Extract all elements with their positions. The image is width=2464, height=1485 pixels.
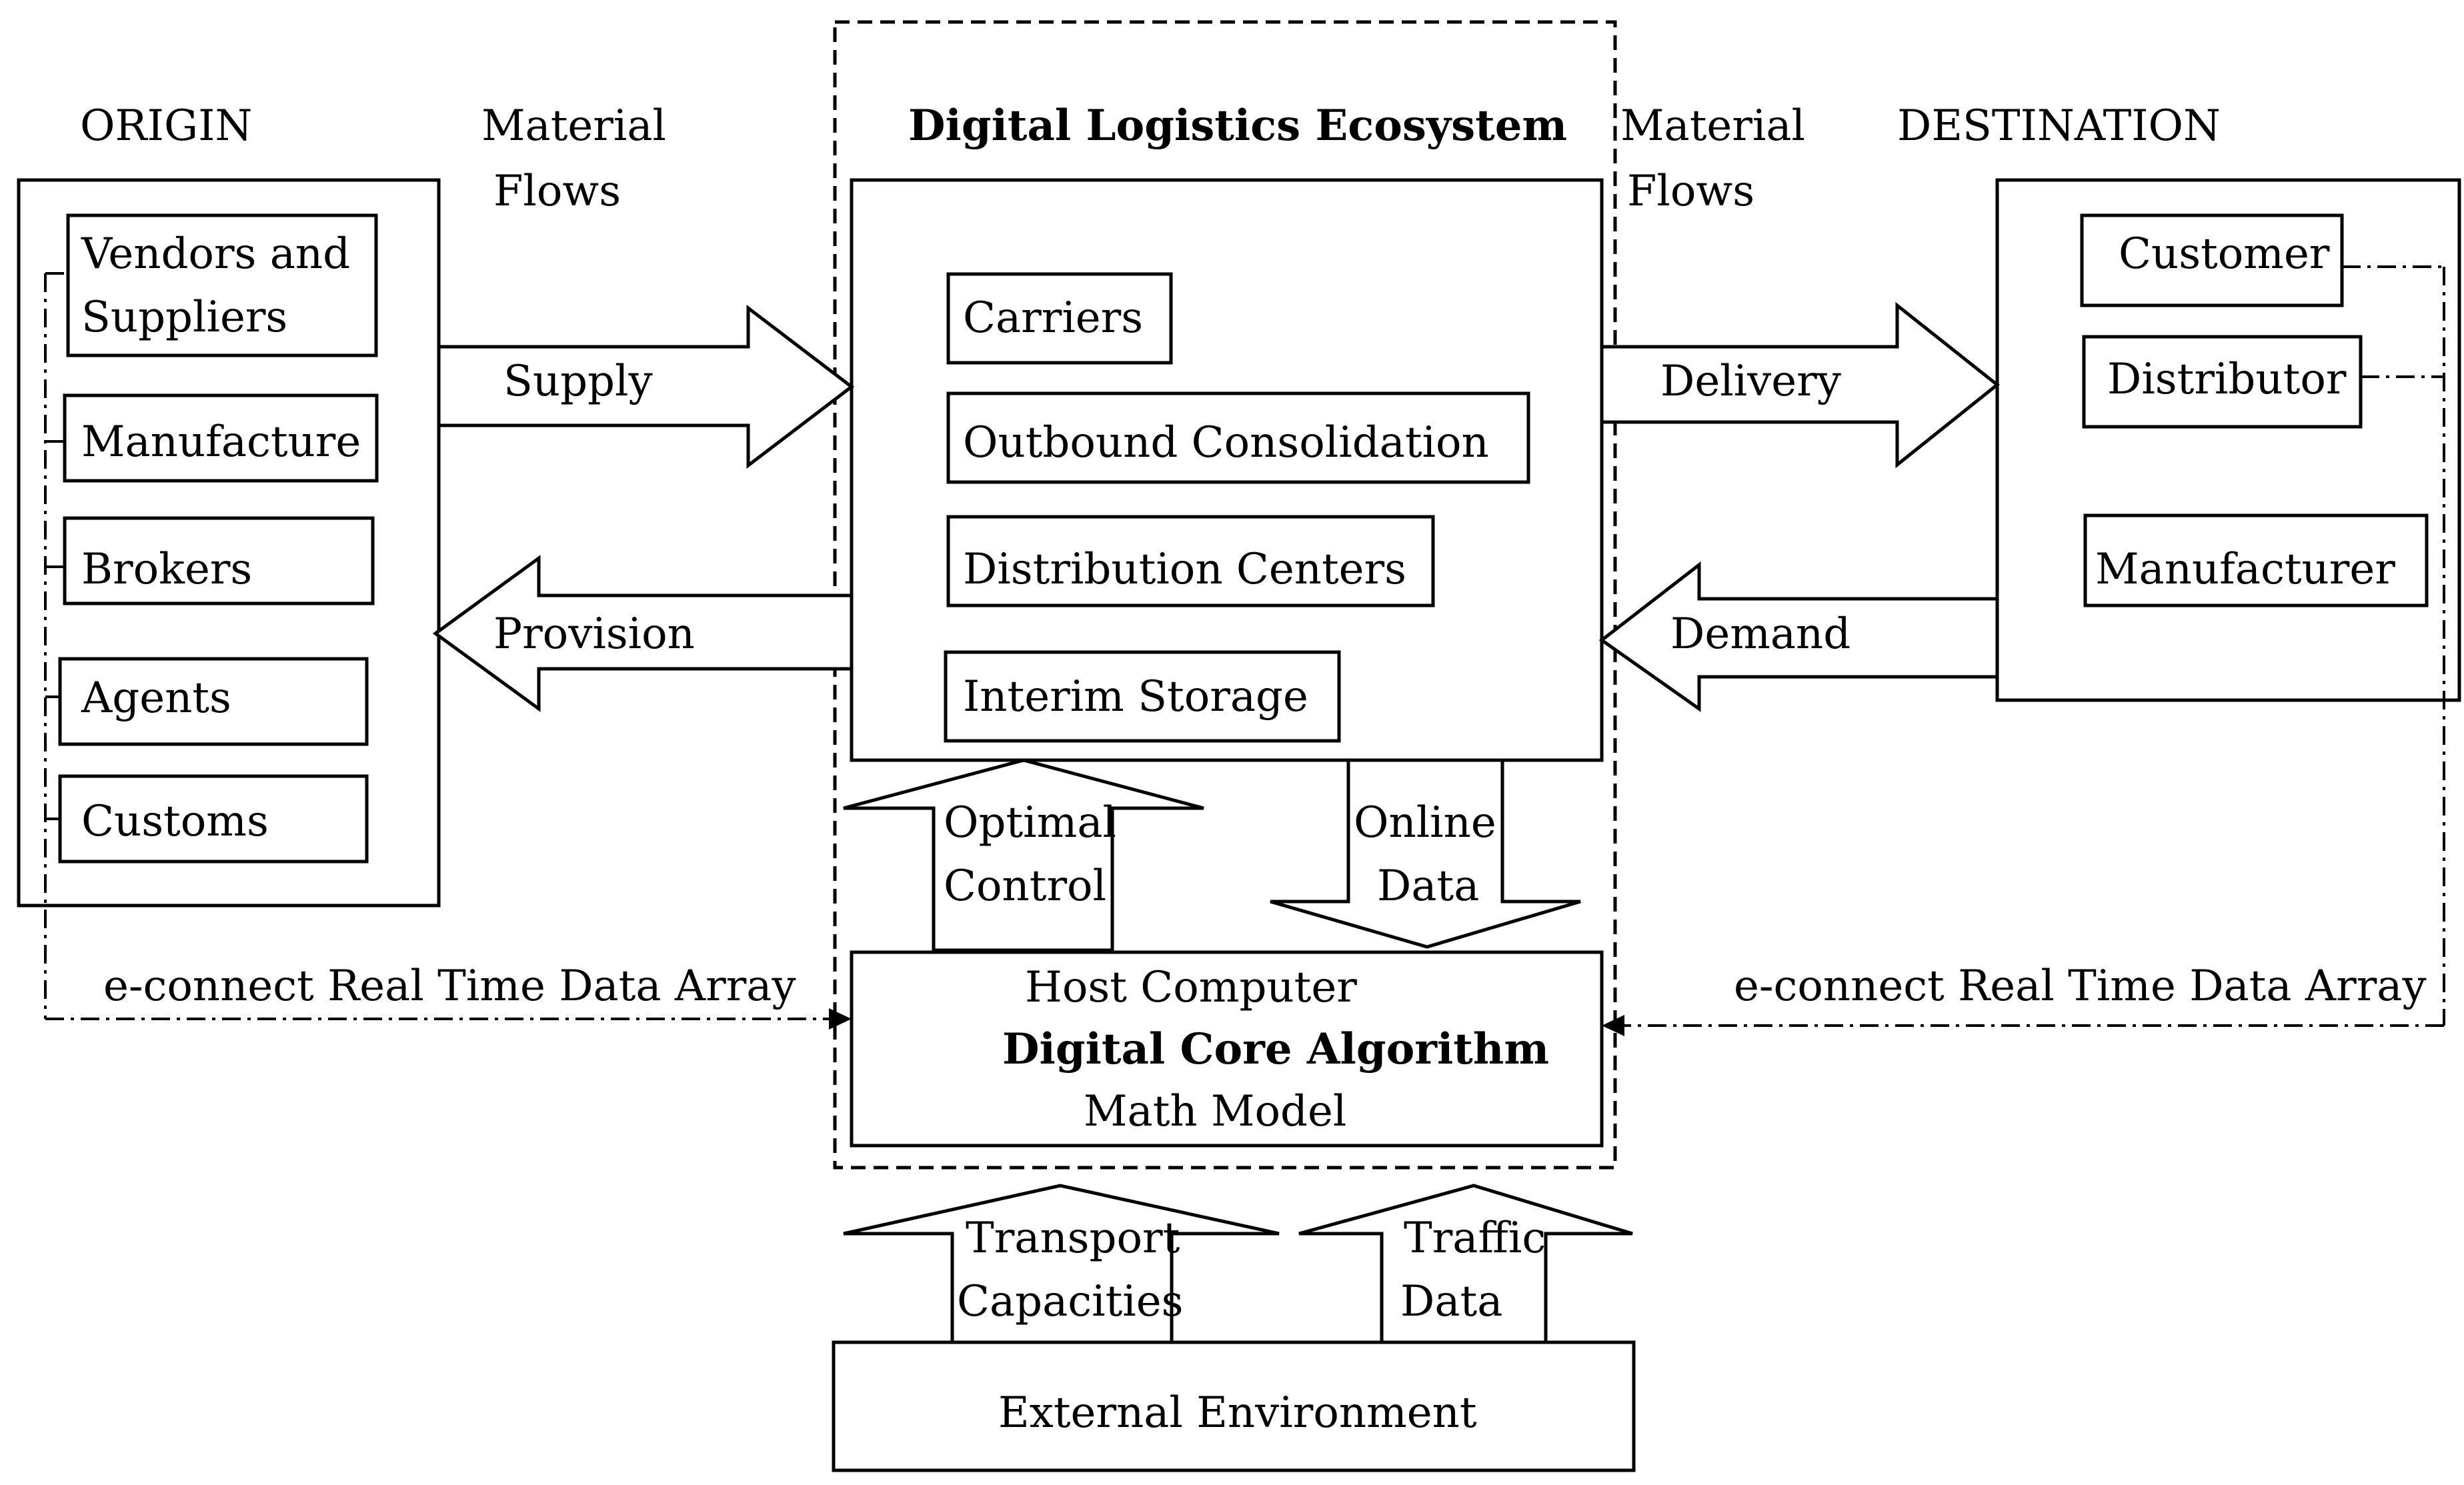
ecosystem-item-label: Distribution Centers bbox=[963, 545, 1406, 594]
destination-item-manufacturer bbox=[2083, 513, 2429, 607]
ecosystem-item-interim-storage bbox=[944, 650, 1341, 743]
ecosystem-title: Digital Logistics Ecosystem bbox=[908, 101, 1567, 151]
demand-arrow bbox=[1598, 561, 1999, 712]
destination-item-label: Customer bbox=[2119, 229, 2330, 279]
origin-item-label: Brokers bbox=[81, 545, 252, 594]
transport-capacities-label: Transport bbox=[966, 1214, 1180, 1263]
external-environment-label: External Environment bbox=[998, 1388, 1477, 1438]
provision-label: Provision bbox=[493, 609, 695, 659]
origin-item-brokers bbox=[63, 516, 375, 605]
econnect-right-arrowhead bbox=[1602, 1015, 1624, 1036]
material-flows-left-label-1: Material bbox=[481, 101, 666, 151]
delivery-label: Delivery bbox=[1660, 357, 1841, 406]
destination-item-label: Manufacturer bbox=[2095, 545, 2395, 594]
destination-label: DESTINATION bbox=[1897, 101, 2221, 151]
ecosystem-item-label: Interim Storage bbox=[963, 672, 1308, 721]
online-data-label: Online bbox=[1354, 798, 1496, 848]
optimal-control-label: Control bbox=[944, 862, 1106, 911]
host-computer-label: Host Computer bbox=[1025, 963, 1357, 1012]
material-flows-right-label-2: Flows bbox=[1627, 167, 1754, 216]
online-data-arrow bbox=[1270, 758, 1581, 949]
origin-label: ORIGIN bbox=[80, 101, 252, 151]
origin-item-label: Suppliers bbox=[81, 293, 287, 342]
traffic-data-arrow bbox=[1298, 1184, 1633, 1344]
material-flows-left-label-2: Flows bbox=[493, 167, 621, 216]
ecosystem-item-label: Carriers bbox=[963, 293, 1143, 343]
math-model-label: Math Model bbox=[1084, 1087, 1346, 1136]
traffic-data-label: Traffic bbox=[1404, 1214, 1546, 1263]
transport-capacities-label: Capacities bbox=[957, 1277, 1183, 1326]
destination-item-customer bbox=[2080, 213, 2344, 307]
provision-arrow bbox=[432, 555, 854, 712]
digital-core-algorithm-label: Digital Core Algorithm bbox=[1002, 1024, 1549, 1074]
delivery-arrow bbox=[1600, 301, 2001, 469]
online-data-label: Data bbox=[1377, 862, 1479, 911]
destination-item-distributor bbox=[2082, 335, 2363, 429]
origin-item-agents bbox=[58, 657, 369, 746]
demand-label: Demand bbox=[1670, 609, 1851, 659]
traffic-data-label: Data bbox=[1400, 1277, 1502, 1326]
material-flows-right-label-1: Material bbox=[1620, 101, 1805, 151]
origin-item-label: Customs bbox=[81, 797, 269, 846]
transport-capacities-arrow bbox=[843, 1184, 1280, 1344]
host-computer-box bbox=[850, 950, 1604, 1148]
origin-item-label: Vendors and bbox=[81, 229, 350, 279]
optimal-control-arrow bbox=[843, 758, 1204, 952]
econnect-left-label: e-connect Real Time Data Array bbox=[103, 962, 796, 1011]
origin-item-label: Manufacture bbox=[81, 417, 361, 467]
econnect-right-label: e-connect Real Time Data Array bbox=[1734, 962, 2427, 1011]
origin-item-customs bbox=[58, 774, 369, 864]
ecosystem-item-label: Outbound Consolidation bbox=[963, 418, 1489, 467]
optimal-control-label: Optimal bbox=[944, 798, 1116, 848]
econnect-left-arrowhead bbox=[829, 1008, 852, 1030]
origin-item-manufacture bbox=[63, 393, 379, 483]
origin-item-vendors-suppliers bbox=[66, 213, 378, 357]
external-environment-box bbox=[832, 1340, 1636, 1472]
origin-item-label: Agents bbox=[81, 673, 231, 723]
supply-label: Supply bbox=[503, 357, 653, 406]
ecosystem-item-distribution-centers bbox=[946, 515, 1435, 607]
ecosystem-item-carriers bbox=[946, 272, 1173, 365]
destination-item-label: Distributor bbox=[2107, 355, 2347, 404]
ecosystem-item-outbound-consolidation bbox=[946, 391, 1530, 484]
supply-arrow bbox=[437, 304, 855, 469]
